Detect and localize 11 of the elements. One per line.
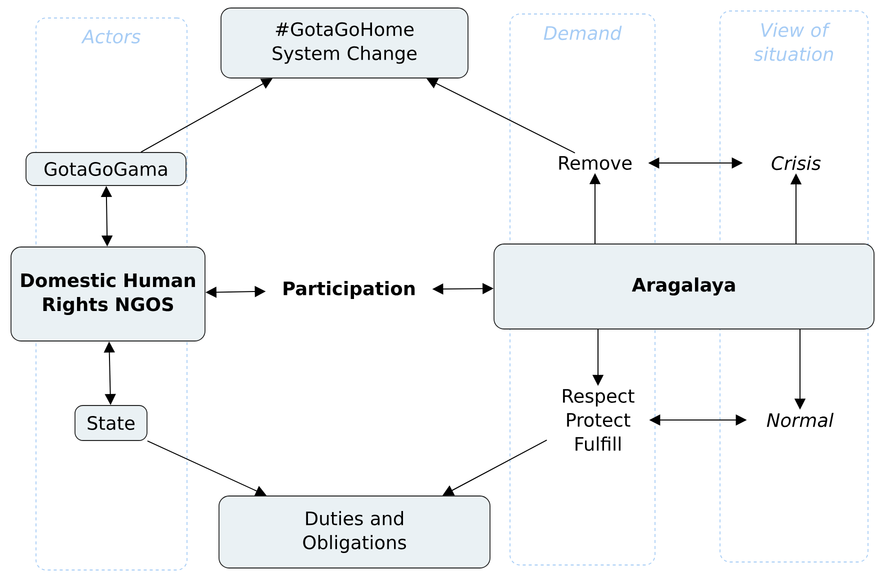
rounded-label: State [74,405,148,441]
rounded-box: #GotaGoHome System Change [220,8,468,78]
rounded-box: Duties and Obligations [218,496,490,568]
rounded-label: GotaGoGama [26,152,186,186]
node-text: Remove [559,156,632,170]
node-text: Participation [284,281,415,299]
node-text: Normal [766,412,834,428]
rounded-box: Aragalaya [494,244,874,330]
rounded-box: Domestic Human Rights NGOS [10,246,206,342]
node-text: Crisis [772,156,821,170]
node-text: Respect Protect Fulfill [563,389,634,451]
